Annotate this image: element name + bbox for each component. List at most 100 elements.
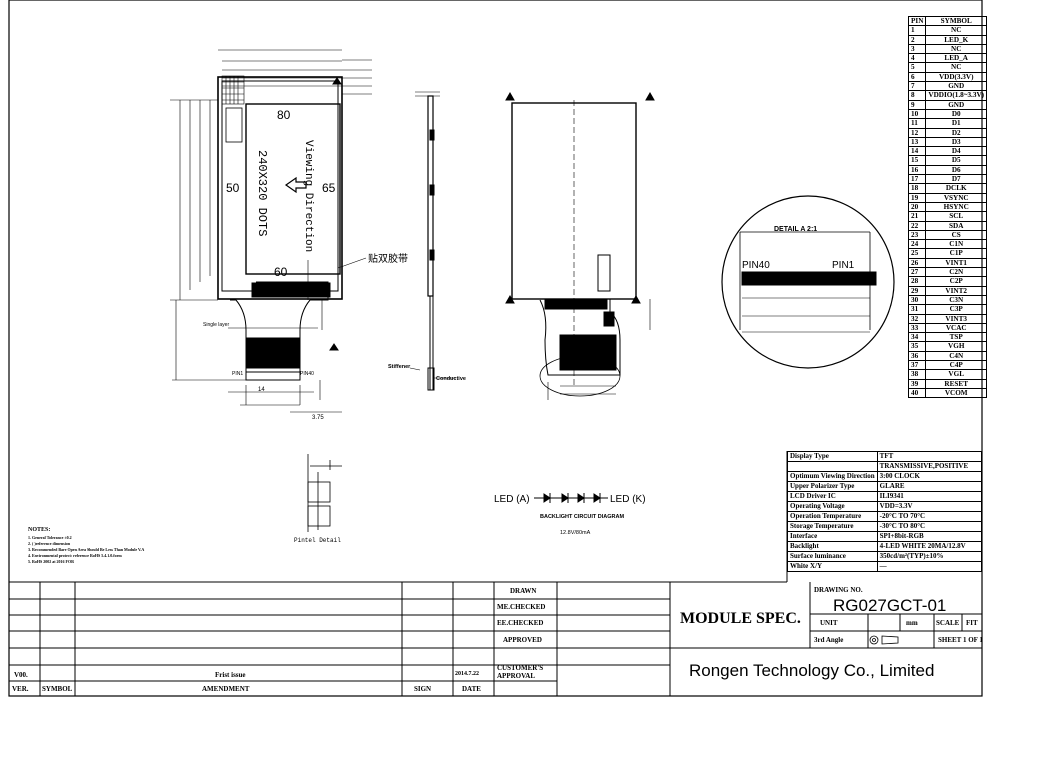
pin-number: 38 <box>907 369 927 380</box>
spec-value: VDD=3.3V <box>876 501 983 512</box>
spec-value: ILI9341 <box>876 491 983 502</box>
drawing-no-label: DRAWING NO. <box>814 586 863 594</box>
spec-key: Upper Polarizer Type <box>787 481 878 492</box>
lcd-resolution: 240X320 DOTS <box>255 150 269 236</box>
pin40-label-front: PIN40 <box>300 371 314 377</box>
scale-label: SCALE <box>936 619 960 627</box>
pin-number: 9 <box>907 99 927 110</box>
viewing-direction: Viewing Direction <box>302 140 314 252</box>
pin-symbol: C1P <box>925 248 988 259</box>
pin-number: 21 <box>907 211 927 222</box>
pin-header: PIN <box>907 15 927 27</box>
pin-symbol: GND <box>925 81 988 92</box>
detail-pin1: PIN1 <box>832 260 855 271</box>
pin-number: 26 <box>907 257 927 269</box>
pin-number: 14 <box>907 146 927 157</box>
pin-symbol: TSP <box>925 332 988 343</box>
tape-label: 贴双胶带 <box>368 252 408 265</box>
customer-approval-label: CUSTOMER'S APPROVAL <box>497 664 544 680</box>
pin-symbol: VDD(3.3V) <box>925 71 988 83</box>
spec-key <box>787 461 878 472</box>
pin-number: 35 <box>907 341 927 352</box>
spec-key: Operation Temperature <box>787 511 878 522</box>
drawn-label: DRAWN <box>510 587 537 595</box>
spec-key: Display Type <box>787 451 878 462</box>
pin-symbol: VINT3 <box>925 313 988 324</box>
pin-number: 12 <box>907 127 927 138</box>
pin-symbol: HSYNC <box>925 201 988 213</box>
note-1: 1. General Tolerance ±0.2 <box>28 535 72 540</box>
notes: NOTES: 1. General Tolerance ±0.2 2. ( )r… <box>28 527 144 564</box>
pin-symbol: SCL <box>925 211 988 222</box>
pin-number: 27 <box>907 266 927 278</box>
pin-symbol: SDA <box>925 220 988 231</box>
pin-symbol: NC <box>925 43 988 55</box>
module-spec-title: MODULE SPEC. <box>680 610 801 627</box>
spec-value: TRANSMISSIVE,POSITIVE <box>876 461 983 472</box>
pin-number: 36 <box>907 350 927 362</box>
pin-symbol: RESET <box>925 378 988 389</box>
note-4: 4. Environmental protect: reference RoHS… <box>28 553 122 558</box>
unit-value: mm <box>906 619 918 627</box>
me-checked-label: ME.CHECKED <box>497 603 546 611</box>
back-view <box>505 91 655 400</box>
ver-label: VER. <box>12 685 29 693</box>
pin-symbol: LED_K <box>925 34 988 45</box>
pin-symbol: NC <box>925 25 988 36</box>
pin-number: 3 <box>907 43 927 55</box>
detail-pin40: PIN40 <box>742 260 770 271</box>
stiffener-label: Stiffener <box>388 364 411 370</box>
viewing-angle-right: 65 <box>322 181 336 195</box>
pin-number: 33 <box>907 322 927 334</box>
pin-number: 17 <box>907 174 927 185</box>
pin-number: 39 <box>907 378 927 389</box>
pin-number: 22 <box>907 220 927 231</box>
approved-label: APPROVED <box>503 636 542 644</box>
pin-symbol: C3P <box>925 304 988 315</box>
pin-number: 31 <box>907 304 927 315</box>
pin1-label-front: PIN1 <box>232 371 243 377</box>
spec-value: -30°C TO 80°C <box>876 521 983 532</box>
pin-number: 34 <box>907 332 927 343</box>
spec-value: TFT <box>876 451 983 462</box>
date-label: DATE <box>462 685 481 693</box>
spec-key: Backlight <box>787 541 878 552</box>
viewing-angle-top: 80 <box>277 108 291 122</box>
pin-symbol: GND <box>925 99 988 110</box>
spec-key: LCD Driver IC <box>787 491 878 502</box>
pin-symbol: C2P <box>925 276 988 287</box>
pin-number: 29 <box>907 285 927 296</box>
spec-value: GLARE <box>876 481 983 492</box>
sheet-label: SHEET 1 OF 1 <box>938 636 983 644</box>
title-block-grid <box>9 451 982 696</box>
pin-symbol: C4N <box>925 350 988 362</box>
backlight-rating: 12.8V/80mA <box>560 530 591 536</box>
company-name: Rongen Technology Co., Limited <box>689 661 935 680</box>
pin-symbol: NC <box>925 62 988 73</box>
pin-symbol: D4 <box>925 146 988 157</box>
spec-key: Storage Temperature <box>787 521 878 532</box>
